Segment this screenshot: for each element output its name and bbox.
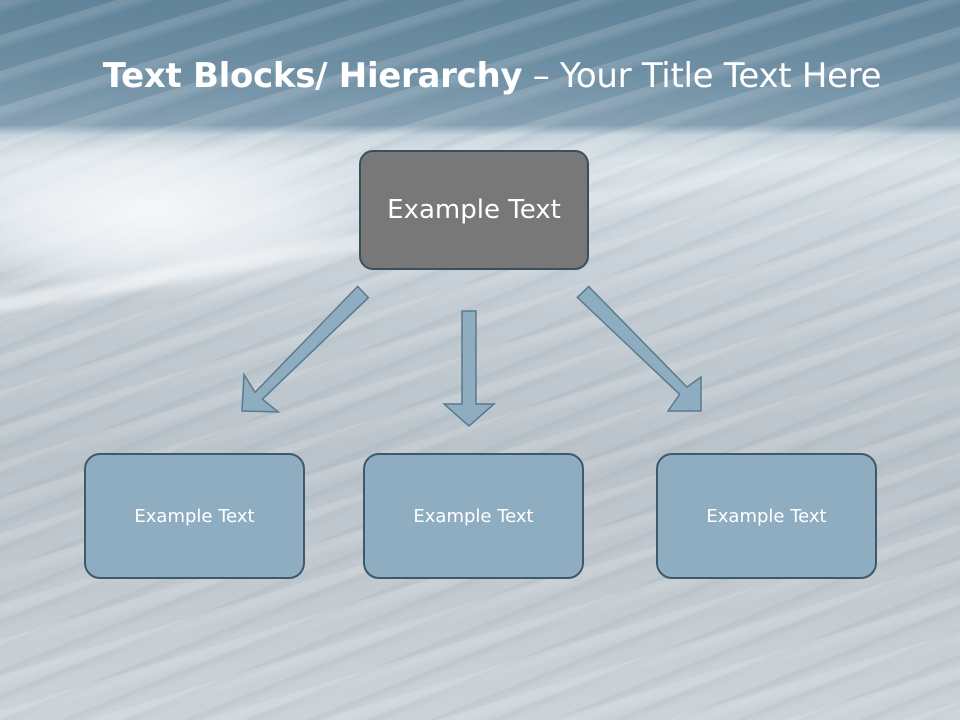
child-text-block-3[interactable]: Example Text	[656, 453, 877, 579]
child-text-block-label: Example Text	[134, 505, 255, 527]
child-text-block-label: Example Text	[413, 505, 534, 527]
arrow-down-right-icon	[576, 285, 702, 412]
child-text-block-2[interactable]: Example Text	[363, 453, 584, 579]
title-regular-part: – Your Title Text Here	[522, 56, 882, 96]
child-text-block-label: Example Text	[706, 505, 827, 527]
top-text-block-label: Example Text	[387, 195, 561, 225]
title-bold-part: Text Blocks/ Hierarchy	[102, 56, 523, 96]
top-text-block[interactable]: Example Text	[359, 150, 589, 270]
arrow-down-icon	[442, 310, 496, 427]
slide-title: Text Blocks/ Hierarchy – Your Title Text…	[0, 52, 960, 100]
child-text-block-1[interactable]: Example Text	[84, 453, 305, 579]
arrow-down-left-icon	[241, 285, 370, 413]
